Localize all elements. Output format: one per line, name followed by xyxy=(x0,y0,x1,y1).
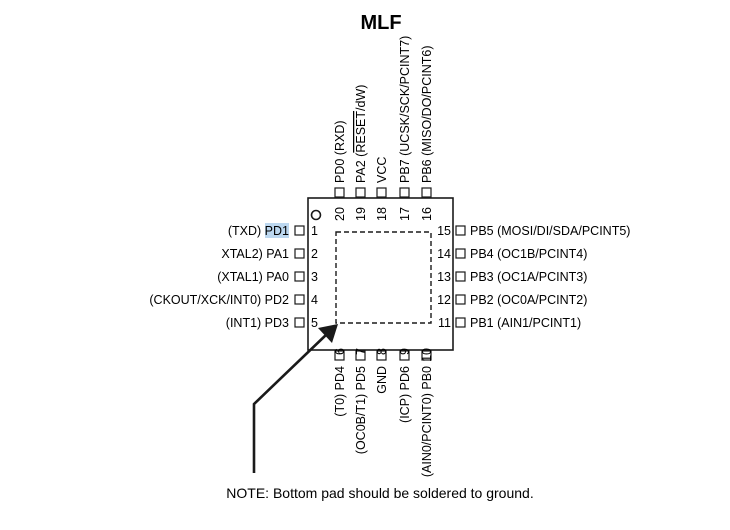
pin-number: 3 xyxy=(311,270,318,284)
pin-col-bottom: 8 GND xyxy=(375,348,389,394)
pin-label: (TXD) PD1 xyxy=(228,224,289,238)
pin-pad xyxy=(455,271,466,282)
pin-col-top: 16 PB6 (MISO/DO/PCINT6) xyxy=(420,45,434,221)
left-pins: 1 (TXD) PD1 2 XTAL2) PA1 3 (XTAL1) PA0 4… xyxy=(149,223,318,330)
pin-pad xyxy=(355,187,366,198)
pin-highlight xyxy=(265,223,289,238)
pin1-indicator-circle xyxy=(310,209,322,221)
pin-row-right: 11 PB1 (AIN1/PCINT1) xyxy=(438,316,581,330)
pin-label: (AIN0/PCINT0) PB0 xyxy=(420,366,434,477)
pin-number: 11 xyxy=(438,316,451,330)
pin-pad xyxy=(294,294,305,305)
pin-label: PB5 (MOSI/DI/SDA/PCINT5) xyxy=(470,224,630,238)
pin-pad xyxy=(376,350,387,361)
pin-number: 10 xyxy=(420,348,434,362)
pin-col-bottom: 6 (T0) PD4 xyxy=(333,348,347,417)
pin-label: VCC xyxy=(375,157,389,183)
pin-col-top: 20 PD0 (RXD) xyxy=(333,120,347,221)
pin-label: PB4 (OC1B/PCINT4) xyxy=(470,247,587,261)
pin-label: PB3 (OC1A/PCINT3) xyxy=(470,270,587,284)
package-body xyxy=(307,197,454,351)
pin-label: (XTAL1) PA0 xyxy=(217,270,289,284)
note-pointer-arrowhead xyxy=(318,324,338,343)
pin-number: 4 xyxy=(311,293,318,307)
pin-number: 12 xyxy=(437,293,451,307)
bottom-pins: 6 (T0) PD4 7 (OC0B/T1) PD5 8 GND 9 (ICP)… xyxy=(333,348,434,477)
pin-row-left: 4 (CKOUT/XCK/INT0) PD2 xyxy=(149,293,318,307)
pin-row-right: 14 PB4 (OC1B/PCINT4) xyxy=(437,247,587,261)
pin-label: (CKOUT/XCK/INT0) PD2 xyxy=(149,293,289,307)
pin-pad xyxy=(421,350,432,361)
exposed-pad-outline xyxy=(335,231,432,324)
pin-pad xyxy=(455,248,466,259)
pin-pad xyxy=(421,187,432,198)
pin-col-bottom: 9 (ICP) PD6 xyxy=(398,348,412,423)
pin-number: 7 xyxy=(354,348,368,355)
bottom-pad-note: NOTE: Bottom pad should be soldered to g… xyxy=(226,485,533,501)
pin-label: PB6 (MISO/DO/PCINT6) xyxy=(420,45,434,183)
pin-col-bottom: 7 (OC0B/T1) PD5 xyxy=(354,348,368,454)
pin-pad xyxy=(455,225,466,236)
pin-row-right: 15 PB5 (MOSI/DI/SDA/PCINT5) xyxy=(437,224,630,238)
pin-row-left: 1 (TXD) PD1 xyxy=(228,223,318,238)
pin-pad xyxy=(294,317,305,328)
top-pins: 20 PD0 (RXD) 19 PA2 (RESET/dW) 18 VCC 17… xyxy=(333,36,434,221)
pin-number: 20 xyxy=(333,207,347,221)
pin-label: PB7 (UCSK/SCK/PCINT7) xyxy=(398,36,412,183)
note-pointer-line xyxy=(252,333,328,473)
pin-col-top: 17 PB7 (UCSK/SCK/PCINT7) xyxy=(398,36,412,221)
pin-pad xyxy=(455,317,466,328)
pin-row-left: 3 (XTAL1) PA0 xyxy=(217,270,318,284)
pin-number: 5 xyxy=(311,316,318,330)
pin-label: (T0) PD4 xyxy=(333,366,347,417)
pin-number: 15 xyxy=(437,224,451,238)
pin-pad xyxy=(399,350,410,361)
pin-pad xyxy=(399,187,410,198)
pin-number: 19 xyxy=(354,207,368,221)
pin-label: (ICP) PD6 xyxy=(398,366,412,423)
pin-row-left: 5 (INT1) PD3 xyxy=(226,316,318,330)
pin-label: PA2 (RESET/dW) xyxy=(354,85,368,183)
pin-row-left: 2 XTAL2) PA1 xyxy=(221,247,318,261)
pin-row-right: 12 PB2 (OC0A/PCINT2) xyxy=(437,293,587,307)
pin-col-top: 19 PA2 (RESET/dW) xyxy=(354,85,368,221)
pin-number: 6 xyxy=(333,348,347,355)
pin-label: XTAL2) PA1 xyxy=(221,247,289,261)
pin-number: 2 xyxy=(311,247,318,261)
pin-label: (INT1) PD3 xyxy=(226,316,289,330)
pin-pad xyxy=(334,350,345,361)
pin-pad xyxy=(294,271,305,282)
right-pins: 15 PB5 (MOSI/DI/SDA/PCINT5) 14 PB4 (OC1B… xyxy=(437,224,630,330)
pin-number: 1 xyxy=(311,224,318,238)
pin-pad xyxy=(294,248,305,259)
pin-number: 16 xyxy=(420,207,434,221)
pin-pad xyxy=(334,187,345,198)
diagram-title: MLF xyxy=(360,12,401,34)
pin-label: (OC0B/T1) PD5 xyxy=(354,366,368,454)
pin-number: 17 xyxy=(398,207,412,221)
pin-number: 13 xyxy=(437,270,451,284)
pin-label: GND xyxy=(375,366,389,394)
reset-overline-text: RESET xyxy=(354,111,368,153)
pin-label: PB1 (AIN1/PCINT1) xyxy=(470,316,581,330)
pin-row-right: 13 PB3 (OC1A/PCINT3) xyxy=(437,270,587,284)
pin-pad xyxy=(355,350,366,361)
pin-pad xyxy=(376,187,387,198)
pin-number: 18 xyxy=(375,207,389,221)
pin-label: PD0 (RXD) xyxy=(333,120,347,183)
pin-number: 8 xyxy=(375,348,389,355)
pin-number: 9 xyxy=(398,348,412,355)
pin-col-top: 18 VCC xyxy=(375,157,389,221)
pin-col-bottom: 10 (AIN0/PCINT0) PB0 xyxy=(420,348,434,477)
pin-label: PB2 (OC0A/PCINT2) xyxy=(470,293,587,307)
pin-pad xyxy=(455,294,466,305)
pin-pad xyxy=(294,225,305,236)
pin-number: 14 xyxy=(437,247,451,261)
